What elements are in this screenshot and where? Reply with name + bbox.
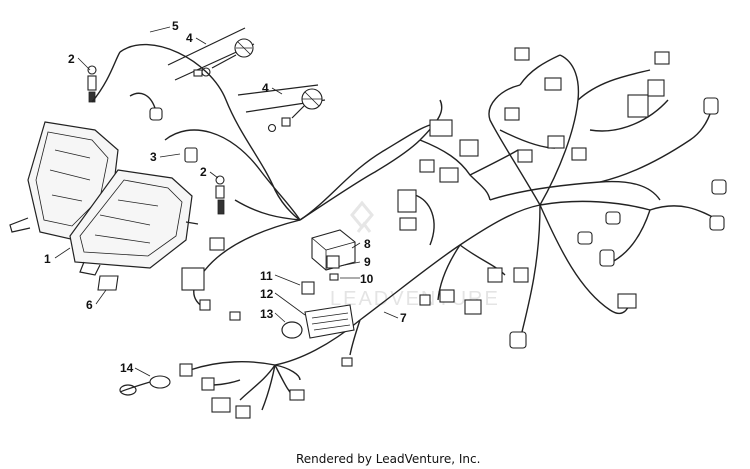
callout-13: 13 <box>260 307 274 321</box>
harness-connectors <box>181 47 727 367</box>
callout-1: 1 <box>44 252 51 266</box>
adjuster-upper <box>167 27 255 81</box>
grommet <box>119 375 171 396</box>
credit-text: Rendered by LeadVenture, Inc. <box>296 452 480 466</box>
bulb-socket-lower <box>215 175 225 215</box>
callout-6: 6 <box>86 298 93 312</box>
callout-2-lower: 2 <box>200 165 207 179</box>
fuse <box>329 273 339 281</box>
cable-tie <box>281 321 303 339</box>
relay-mini <box>301 281 315 295</box>
callout-8: 8 <box>364 237 371 251</box>
callout-9: 9 <box>364 255 371 269</box>
callout-10: 10 <box>360 272 374 286</box>
callout-11: 11 <box>260 269 273 283</box>
watermark: LEADVENTURE <box>330 200 500 310</box>
headlight-lead <box>91 43 301 221</box>
relay-large <box>311 229 356 271</box>
callout-14: 14 <box>120 361 134 375</box>
headlight-right <box>69 169 199 276</box>
bulb-socket-upper <box>87 65 97 103</box>
callout-4-lower: 4 <box>262 81 269 95</box>
leader-lines <box>54 26 399 377</box>
bulb-holder <box>149 107 198 163</box>
callout-7: 7 <box>400 311 407 325</box>
fuse-block <box>304 304 355 339</box>
watermark-text: LEADVENTURE <box>330 288 500 310</box>
adjuster-lower <box>237 84 326 133</box>
callout-3: 3 <box>150 150 157 164</box>
callout-2-upper: 2 <box>68 52 75 66</box>
callout-12: 12 <box>260 287 274 301</box>
main-harness <box>193 54 719 366</box>
mounting-pad <box>97 275 119 291</box>
relay-small <box>326 255 340 269</box>
sub-harness-lower <box>179 361 305 419</box>
callout-5: 5 <box>172 19 179 33</box>
callout-4-upper: 4 <box>186 31 193 45</box>
